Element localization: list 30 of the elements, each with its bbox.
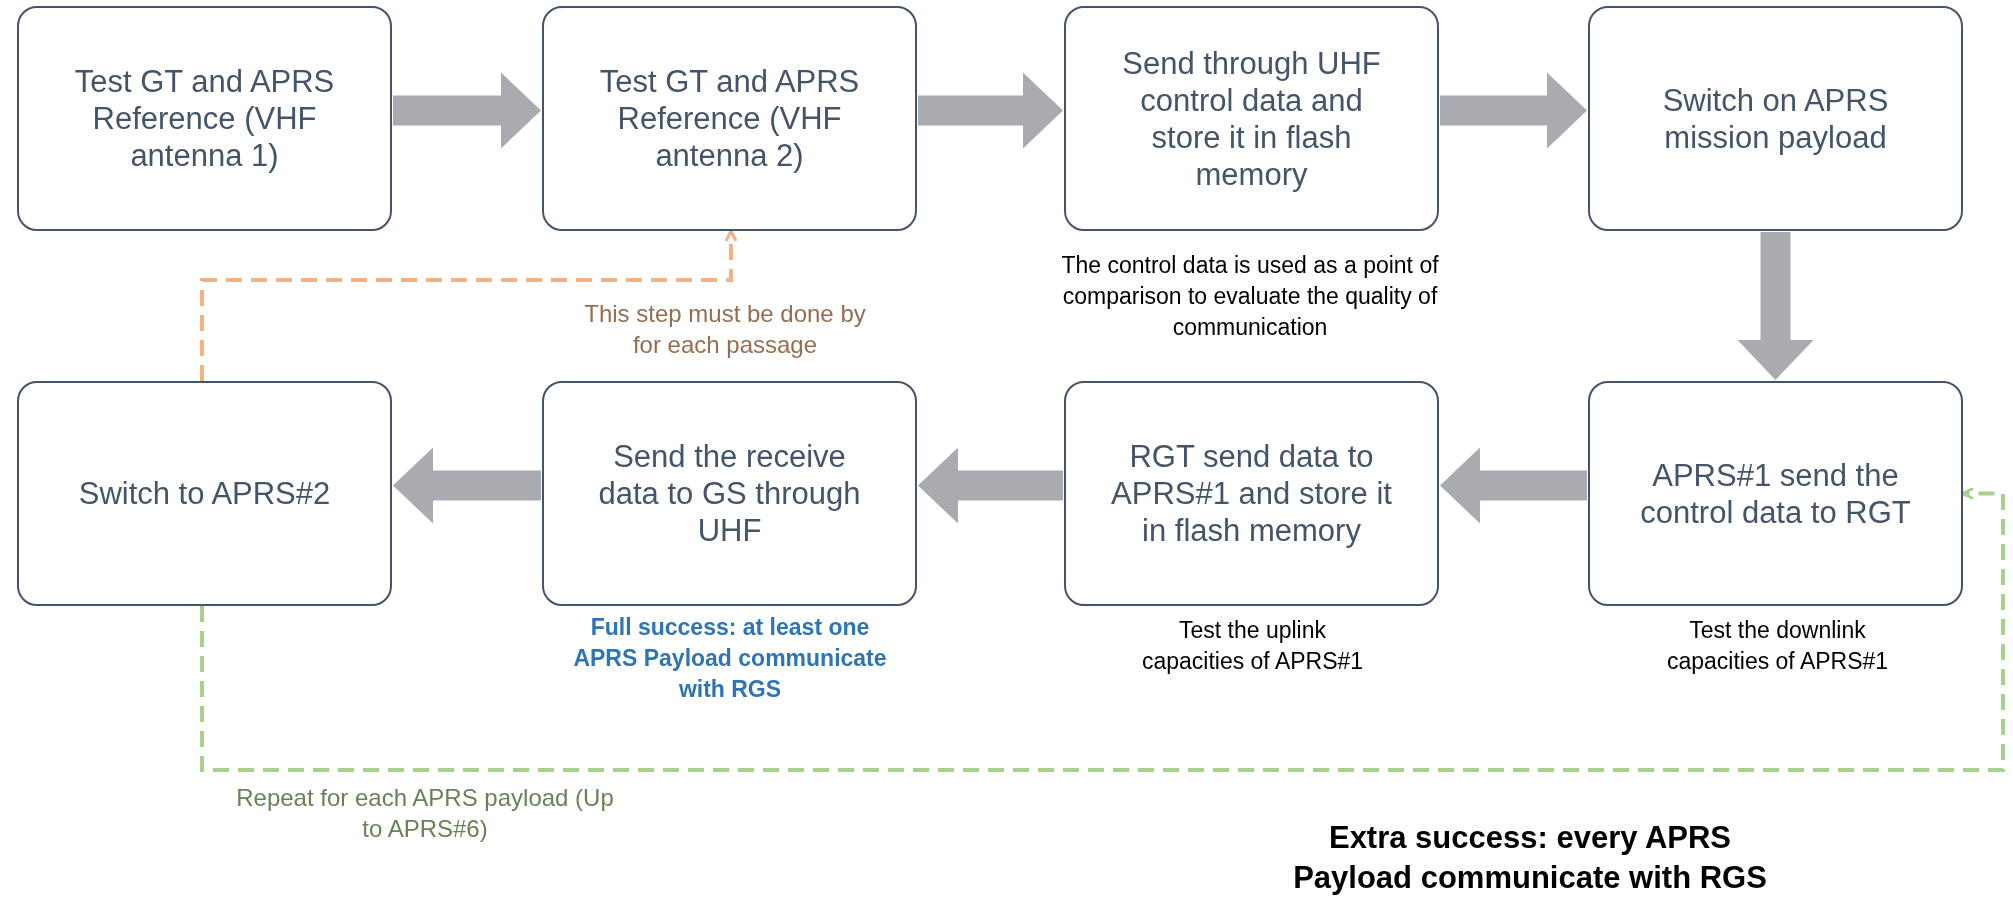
process-box xyxy=(17,6,392,231)
block-arrow xyxy=(393,447,541,524)
process-box xyxy=(17,381,392,606)
block-arrow xyxy=(1737,232,1814,380)
dashed-arrow xyxy=(200,487,2005,772)
process-box xyxy=(1588,6,1963,231)
step-text: RGT send data to APRS#1 and store it in flash memory xyxy=(1110,438,1393,549)
process-box xyxy=(1064,6,1439,231)
step-text: Switch to APRS#2 xyxy=(78,475,331,512)
step-text: Test GT and APRS Reference (VHF antenna 2) xyxy=(598,63,861,174)
process-box xyxy=(1064,381,1439,606)
process-box xyxy=(542,6,917,231)
block-arrow xyxy=(393,72,541,149)
dashed-arrow xyxy=(200,229,738,381)
success-note: Extra success: every APRS Payload communicate with RGS xyxy=(1292,819,1768,897)
step-note: The control data is used as a point of comparison to evaluate the quality of communication xyxy=(1060,251,1440,342)
process-box xyxy=(1588,381,1963,606)
step-text: Send through UHF control data and store it in flash memory xyxy=(1121,44,1382,193)
step-text: Switch on APRS mission payload xyxy=(1661,81,1890,156)
block-arrow xyxy=(1440,72,1587,149)
step-text: APRS#1 send the control data to RGT xyxy=(1639,456,1912,531)
block-arrow xyxy=(918,72,1063,149)
block-arrow xyxy=(918,447,1063,524)
block-arrow xyxy=(1440,447,1587,524)
success-note: Full success: at least one APRS Payload communicate with RGS xyxy=(572,613,888,704)
step-note: Test the downlink capacities of APRS#1 xyxy=(1665,616,1890,676)
step-text: Test GT and APRS Reference (VHF antenna 1) xyxy=(73,63,336,174)
step-text: Send the receive data to GS through UHF xyxy=(597,438,862,549)
process-box xyxy=(542,381,917,606)
step-note: Test the uplink capacities of APRS#1 xyxy=(1140,616,1365,676)
